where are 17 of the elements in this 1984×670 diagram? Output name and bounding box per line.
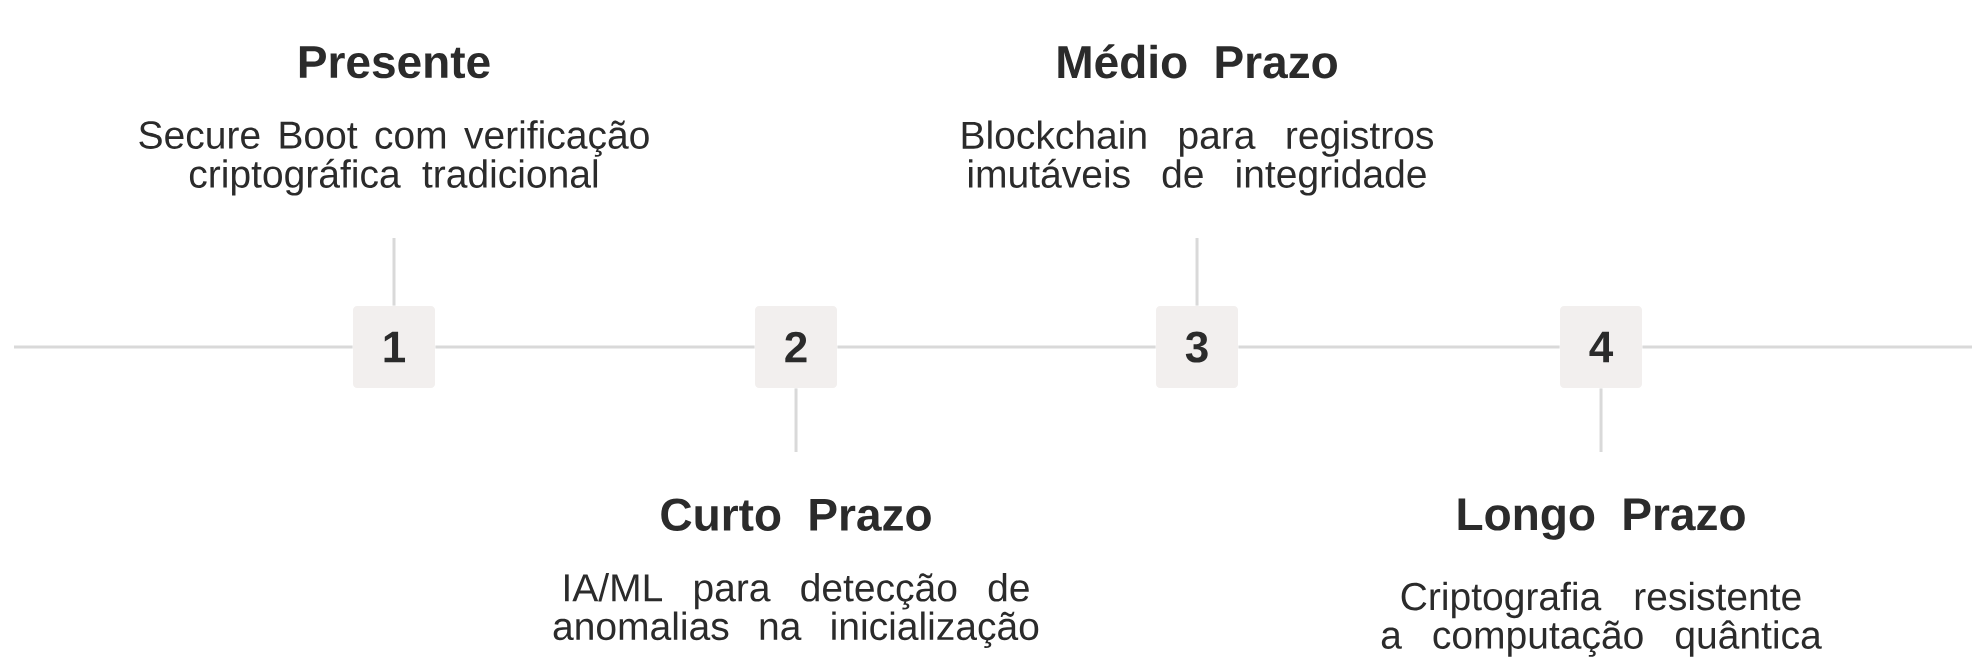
number-box: 1 xyxy=(353,306,435,388)
connector-line xyxy=(794,388,798,452)
milestone-text: Médio Prazo Blockchain para registros imutáveis de integridade xyxy=(962,44,1433,196)
timeline-line xyxy=(1238,345,1560,349)
number-box: 3 xyxy=(1156,306,1238,388)
number-box: 4 xyxy=(1560,306,1642,388)
connector-line xyxy=(1599,388,1603,452)
milestone-text: Longo Prazo Criptografia resistente a computação quântica xyxy=(1381,498,1822,657)
number-box: 2 xyxy=(755,306,837,388)
timeline-line xyxy=(1642,345,1972,349)
connector-line xyxy=(1195,238,1199,306)
connector-line xyxy=(392,238,396,306)
timeline-line xyxy=(435,345,755,349)
timeline-line xyxy=(837,345,1156,349)
milestone-text: Curto Prazo IA/ML para detecção de anomalias na inicialização xyxy=(553,498,1039,648)
milestone-text: Presente Secure Boot com verificação criptográfica tradicional xyxy=(139,46,649,196)
timeline-line xyxy=(14,345,353,349)
